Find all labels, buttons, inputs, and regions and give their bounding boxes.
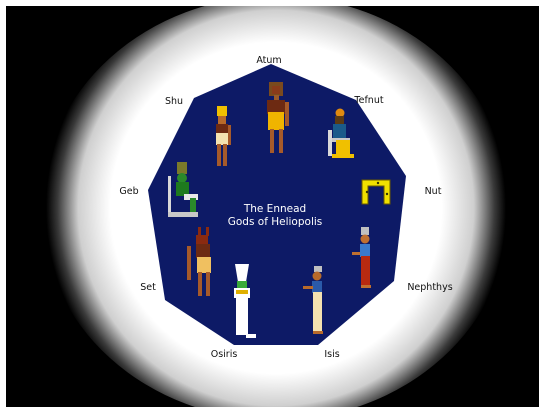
god-label-isis: Isis [324,349,339,360]
center-title-line-1: The Ennead [243,203,306,215]
god-label-geb: Geb [119,186,138,197]
god-label-atum: Atum [256,55,281,66]
diagram-frame: The Ennead Gods of Heliopolis Atum Tefnu… [6,6,539,407]
god-label-nut: Nut [425,186,442,197]
god-label-tefnut: Tefnut [353,95,383,106]
god-label-osiris: Osiris [211,349,238,360]
center-title-line-2: Gods of Heliopolis [228,216,323,228]
god-label-set: Set [140,282,156,293]
ennead-diagram: The Ennead Gods of Heliopolis Atum Tefnu… [6,6,539,407]
god-label-nephthys: Nephthys [407,282,452,293]
god-label-shu: Shu [165,96,183,107]
